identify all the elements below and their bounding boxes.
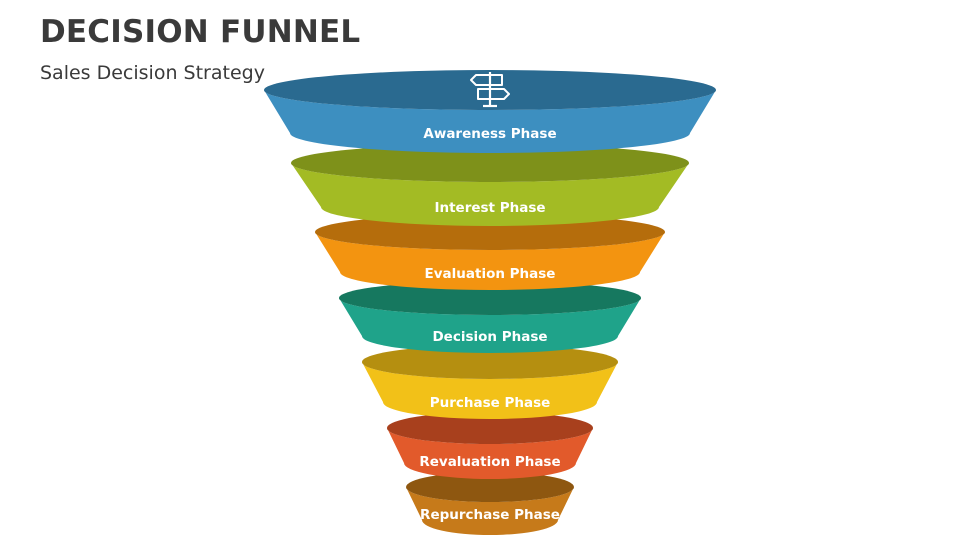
funnel-stage-label: Awareness Phase bbox=[423, 126, 556, 142]
funnel-stage-body bbox=[387, 428, 593, 479]
funnel-stage-label: Repurchase Phase bbox=[420, 507, 560, 523]
funnel-stage: Repurchase Phase bbox=[406, 472, 574, 535]
funnel-stage-label: Interest Phase bbox=[434, 200, 545, 216]
page-title: DECISION FUNNEL bbox=[40, 14, 361, 50]
signpost-icon bbox=[470, 72, 510, 108]
funnel-stage: Purchase Phase bbox=[362, 345, 618, 419]
funnel-stage-body bbox=[339, 298, 641, 353]
funnel-stage: Revaluation Phase bbox=[387, 412, 593, 479]
funnel-stage-body bbox=[291, 163, 689, 226]
funnel-stage-body bbox=[362, 362, 618, 419]
funnel-stage-top bbox=[291, 144, 689, 182]
funnel-stage-body bbox=[264, 90, 716, 153]
funnel-stage-top bbox=[339, 281, 641, 315]
funnel-stage-label: Evaluation Phase bbox=[425, 266, 556, 282]
funnel-stage-top bbox=[387, 412, 593, 444]
funnel-stage-label: Revaluation Phase bbox=[419, 454, 560, 470]
funnel-stage-label: Purchase Phase bbox=[430, 395, 551, 411]
funnel-stage: Interest Phase bbox=[291, 144, 689, 226]
funnel-stage-body bbox=[406, 487, 574, 535]
funnel-stage-top bbox=[406, 472, 574, 502]
page-subtitle: Sales Decision Strategy bbox=[40, 62, 265, 84]
funnel-stage-label: Decision Phase bbox=[432, 329, 547, 345]
funnel-stage-top bbox=[362, 345, 618, 379]
funnel-stage: Decision Phase bbox=[339, 281, 641, 353]
funnel-stage-body bbox=[315, 232, 665, 290]
